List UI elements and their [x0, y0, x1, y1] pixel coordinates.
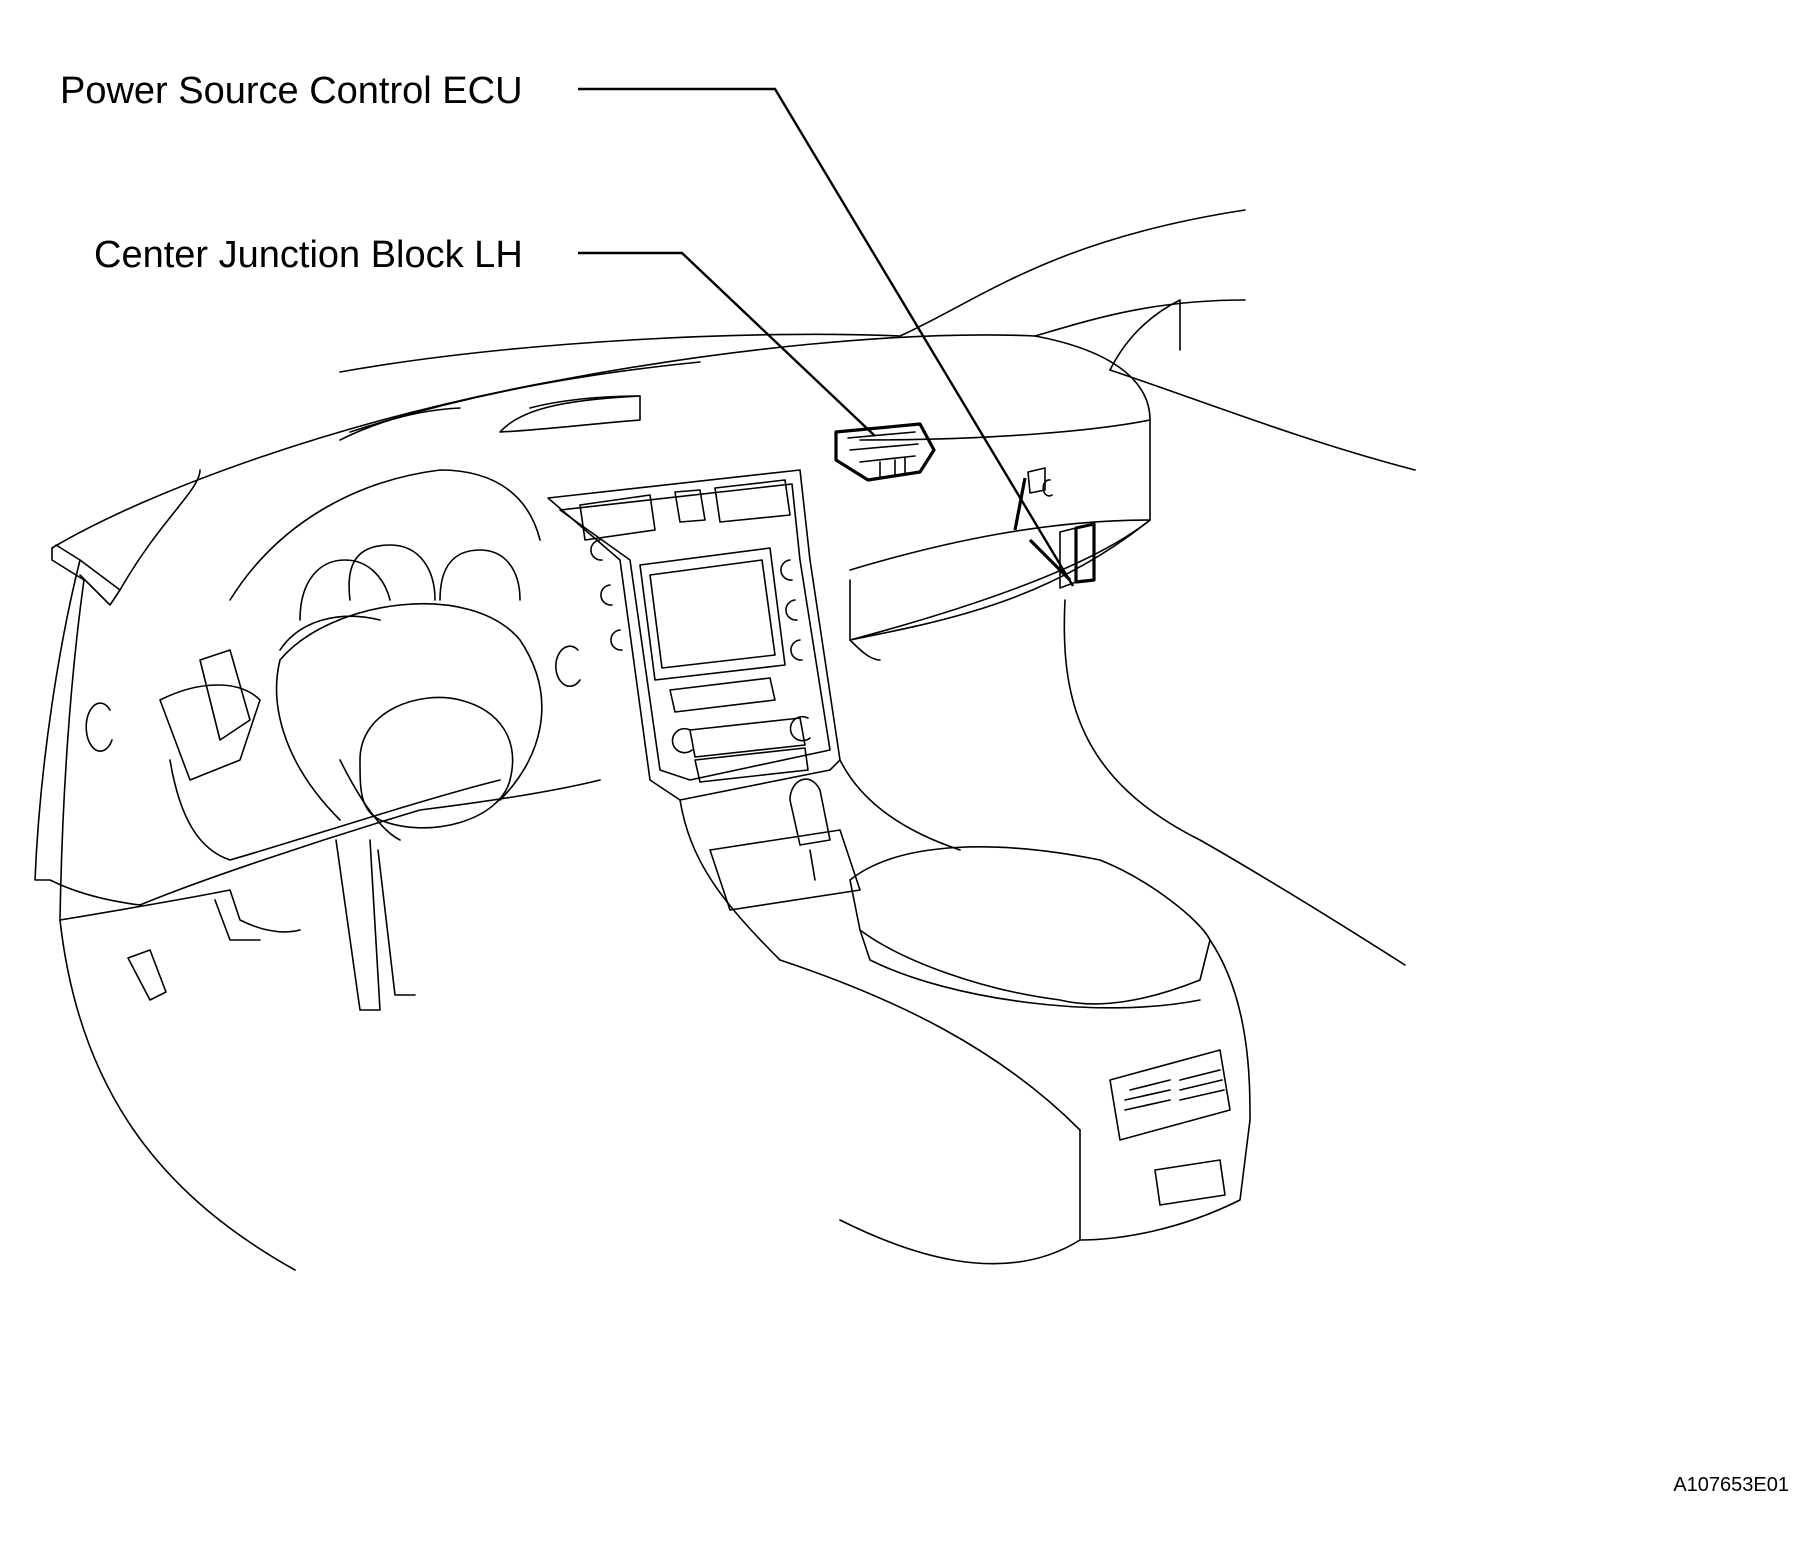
leader-lines — [578, 87, 1075, 587]
power-source-control-ecu-label: Power Source Control ECU — [60, 70, 523, 112]
ecu-leader-line — [578, 87, 1075, 587]
cjb-leader-line — [578, 251, 876, 437]
steering-wheel — [275, 603, 543, 841]
center-junction-block — [834, 422, 936, 482]
center-console — [679, 759, 1251, 1265]
instrument-cluster — [229, 469, 581, 687]
power-source-control-ecu — [1013, 467, 1096, 589]
dashboard-top — [51, 334, 1151, 606]
pedals — [127, 839, 416, 1011]
dashboard-body — [34, 419, 1151, 1271]
center-junction-block-label: Center Junction Block LH — [94, 234, 523, 276]
figure-id: A107653E01 — [1673, 1474, 1789, 1496]
center-stack — [547, 469, 841, 801]
windshield-outline — [339, 209, 1416, 966]
